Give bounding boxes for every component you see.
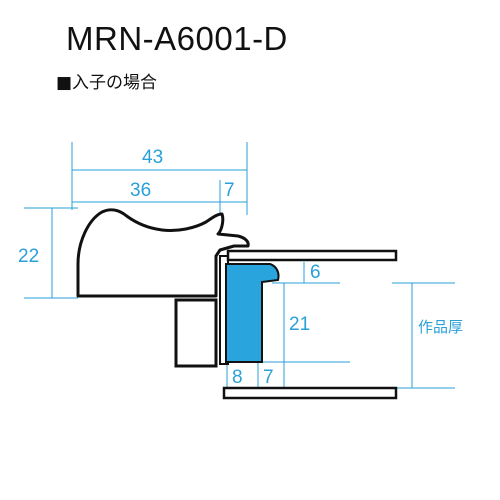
glazing-plate [226, 249, 398, 262]
frame-back-block [174, 298, 218, 368]
dim-height: 22 [18, 246, 39, 267]
dim-rabbet-depth: 6 [310, 262, 321, 283]
frame-moulding [76, 208, 250, 298]
dim-overall-width: 43 [142, 147, 163, 168]
subtitle-insert-case: ■入子の場合 [56, 73, 158, 93]
insert-profile [225, 263, 280, 363]
dimension-lines [24, 142, 455, 389]
dim-insert-depth: 21 [289, 314, 310, 335]
dim-bottom-right: 7 [263, 367, 274, 388]
dim-artwork-thickness: 作品厚 [418, 318, 463, 336]
dim-bottom-left: 8 [232, 367, 243, 388]
model-title: MRN-A6001-D [66, 20, 288, 57]
dim-lip-width: 7 [224, 180, 235, 201]
dim-face-width: 36 [130, 180, 151, 201]
backing-plate [222, 386, 398, 400]
